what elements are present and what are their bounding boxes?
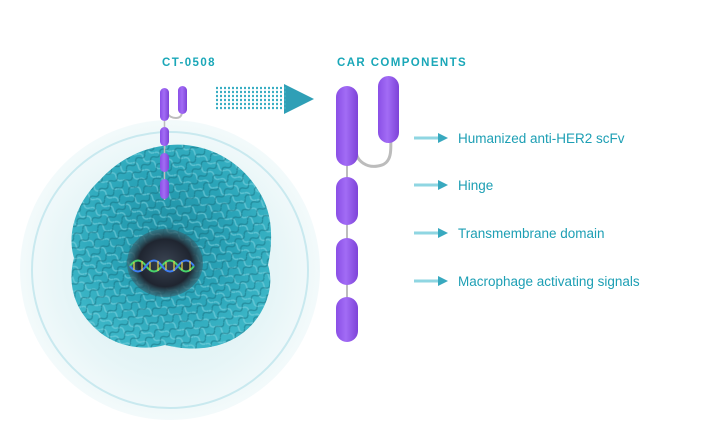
component-label-transmembrane: Transmembrane domain [414, 222, 605, 244]
arrow-right-icon [414, 228, 448, 238]
component-label-text: Transmembrane domain [458, 225, 605, 241]
transmembrane-domain [336, 238, 358, 285]
signaling-domain [336, 297, 358, 342]
component-label-text: Macrophage activating signals [458, 273, 640, 289]
component-label-text: Humanized anti-HER2 scFv [458, 130, 625, 146]
car-components-diagram [336, 76, 399, 342]
arrow-right-icon [216, 84, 314, 114]
car-components-heading: CAR COMPONENTS [337, 57, 468, 69]
component-label-text: Hinge [458, 177, 494, 193]
arrow-right-icon [414, 133, 448, 143]
hinge-domain [336, 177, 358, 225]
small-car-receptor [160, 86, 187, 200]
cell-heading: CT-0508 [162, 57, 216, 69]
cell-membrane [31, 131, 309, 409]
scfv-domain-right [378, 76, 399, 143]
dna-helix-icon [129, 259, 195, 273]
component-label-hinge: Hinge [414, 174, 493, 196]
component-label-scfv: Humanized anti-HER2 scFv [414, 127, 625, 149]
arrow-right-icon [414, 276, 448, 286]
scfv-domain-left [336, 86, 358, 166]
component-label-signals: Macrophage activating signals [414, 270, 640, 292]
arrow-right-icon [414, 180, 448, 190]
